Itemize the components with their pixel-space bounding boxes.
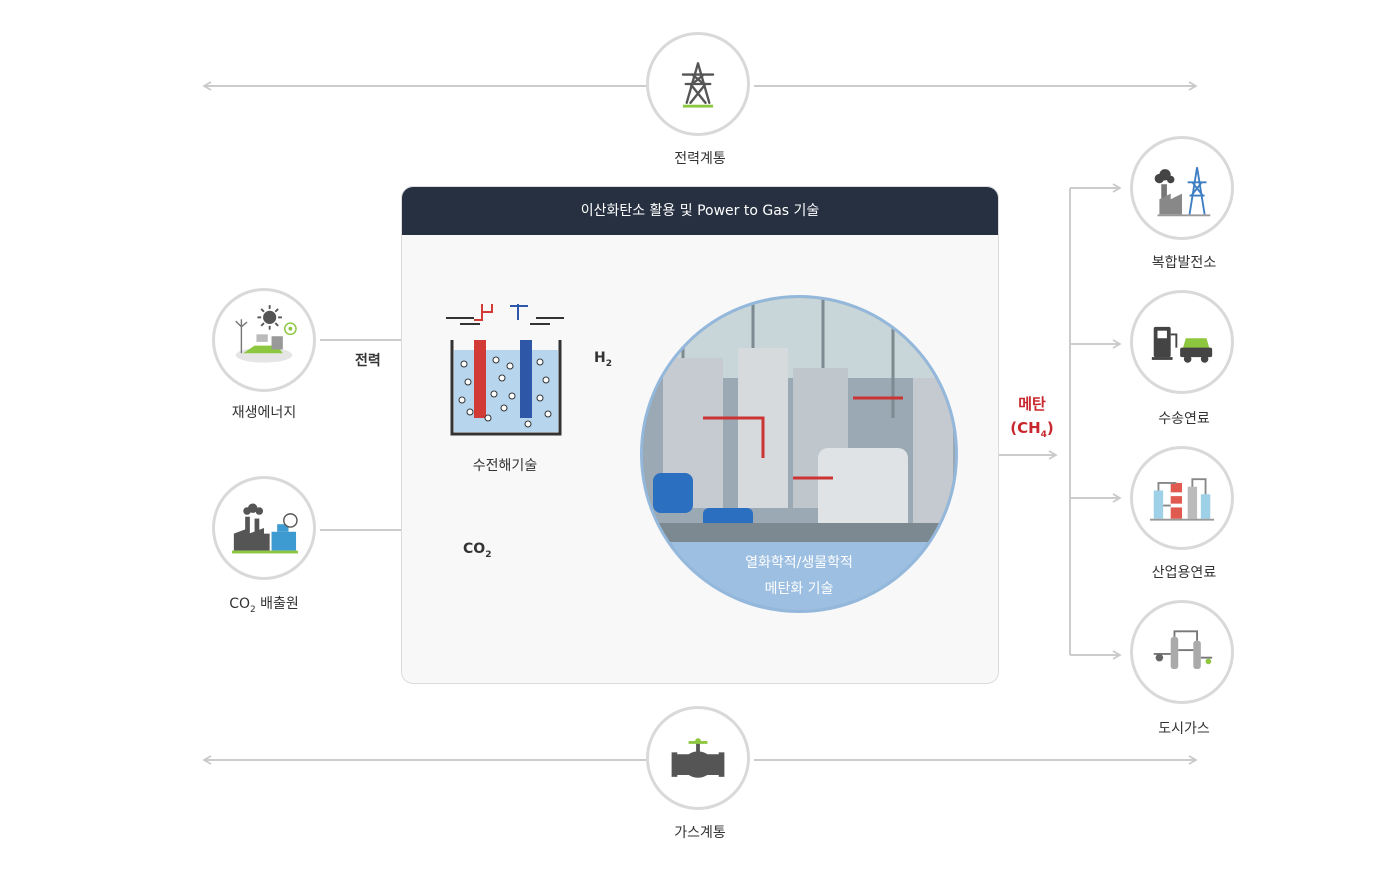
co2-flow-label: CO2 [463,541,492,560]
panel-title: 이산화탄소 활용 및 Power to Gas 기술 [402,187,998,235]
use-label-1: 복합발전소 [1151,255,1217,271]
fuel-pump-car-icon [1151,326,1213,363]
h2-flow-label: H2 [594,350,612,369]
gas-grid-node [646,706,750,810]
industrial-fuel-node [1130,446,1234,550]
power-grid-label: 전력계통 [674,151,726,167]
use-label-3: 산업용연료 [1151,565,1217,581]
power-plant-icon [1154,167,1211,217]
gas-regulator-icon [1153,630,1213,669]
co2-source-node [212,476,316,580]
methanation-caption-line1: 열화학적/생물학적 [745,555,853,571]
power-grid-node [646,32,750,136]
reactor-plant-illustration [643,298,955,548]
transport-fuel-node [1130,290,1234,394]
factory-icon [231,503,298,554]
use-label-2: 수송연료 [1158,411,1210,427]
methanation-reactor-photo: 열화학적/생물학적 메탄화 기술 [640,295,958,613]
pipe-valve-icon [671,738,725,778]
gas-grid-label: 가스계통 [674,825,726,841]
power-flow-label: 전력 [355,353,381,369]
use-label-4: 도시가스 [1158,721,1210,737]
city-gas-node [1130,600,1234,704]
transmission-tower-icon [681,62,715,108]
electrolysis-label: 수전해기술 [472,458,538,474]
methane-output-label: 메탄 (CH4) [1010,395,1054,440]
methanation-caption: 열화학적/생물학적 메탄화 기술 [643,542,955,610]
renewable-energy-icon [235,305,297,363]
renewable-energy-label: 재생에너지 [231,405,297,421]
renewable-energy-node [212,288,316,392]
electrolysis-cell-icon [446,304,564,436]
industrial-plant-icon [1149,478,1215,521]
co2-source-label: CO2 배출원 [229,596,299,615]
methanation-caption-line2: 메탄화 기술 [764,581,834,597]
combined-cycle-plant-node [1130,136,1234,240]
